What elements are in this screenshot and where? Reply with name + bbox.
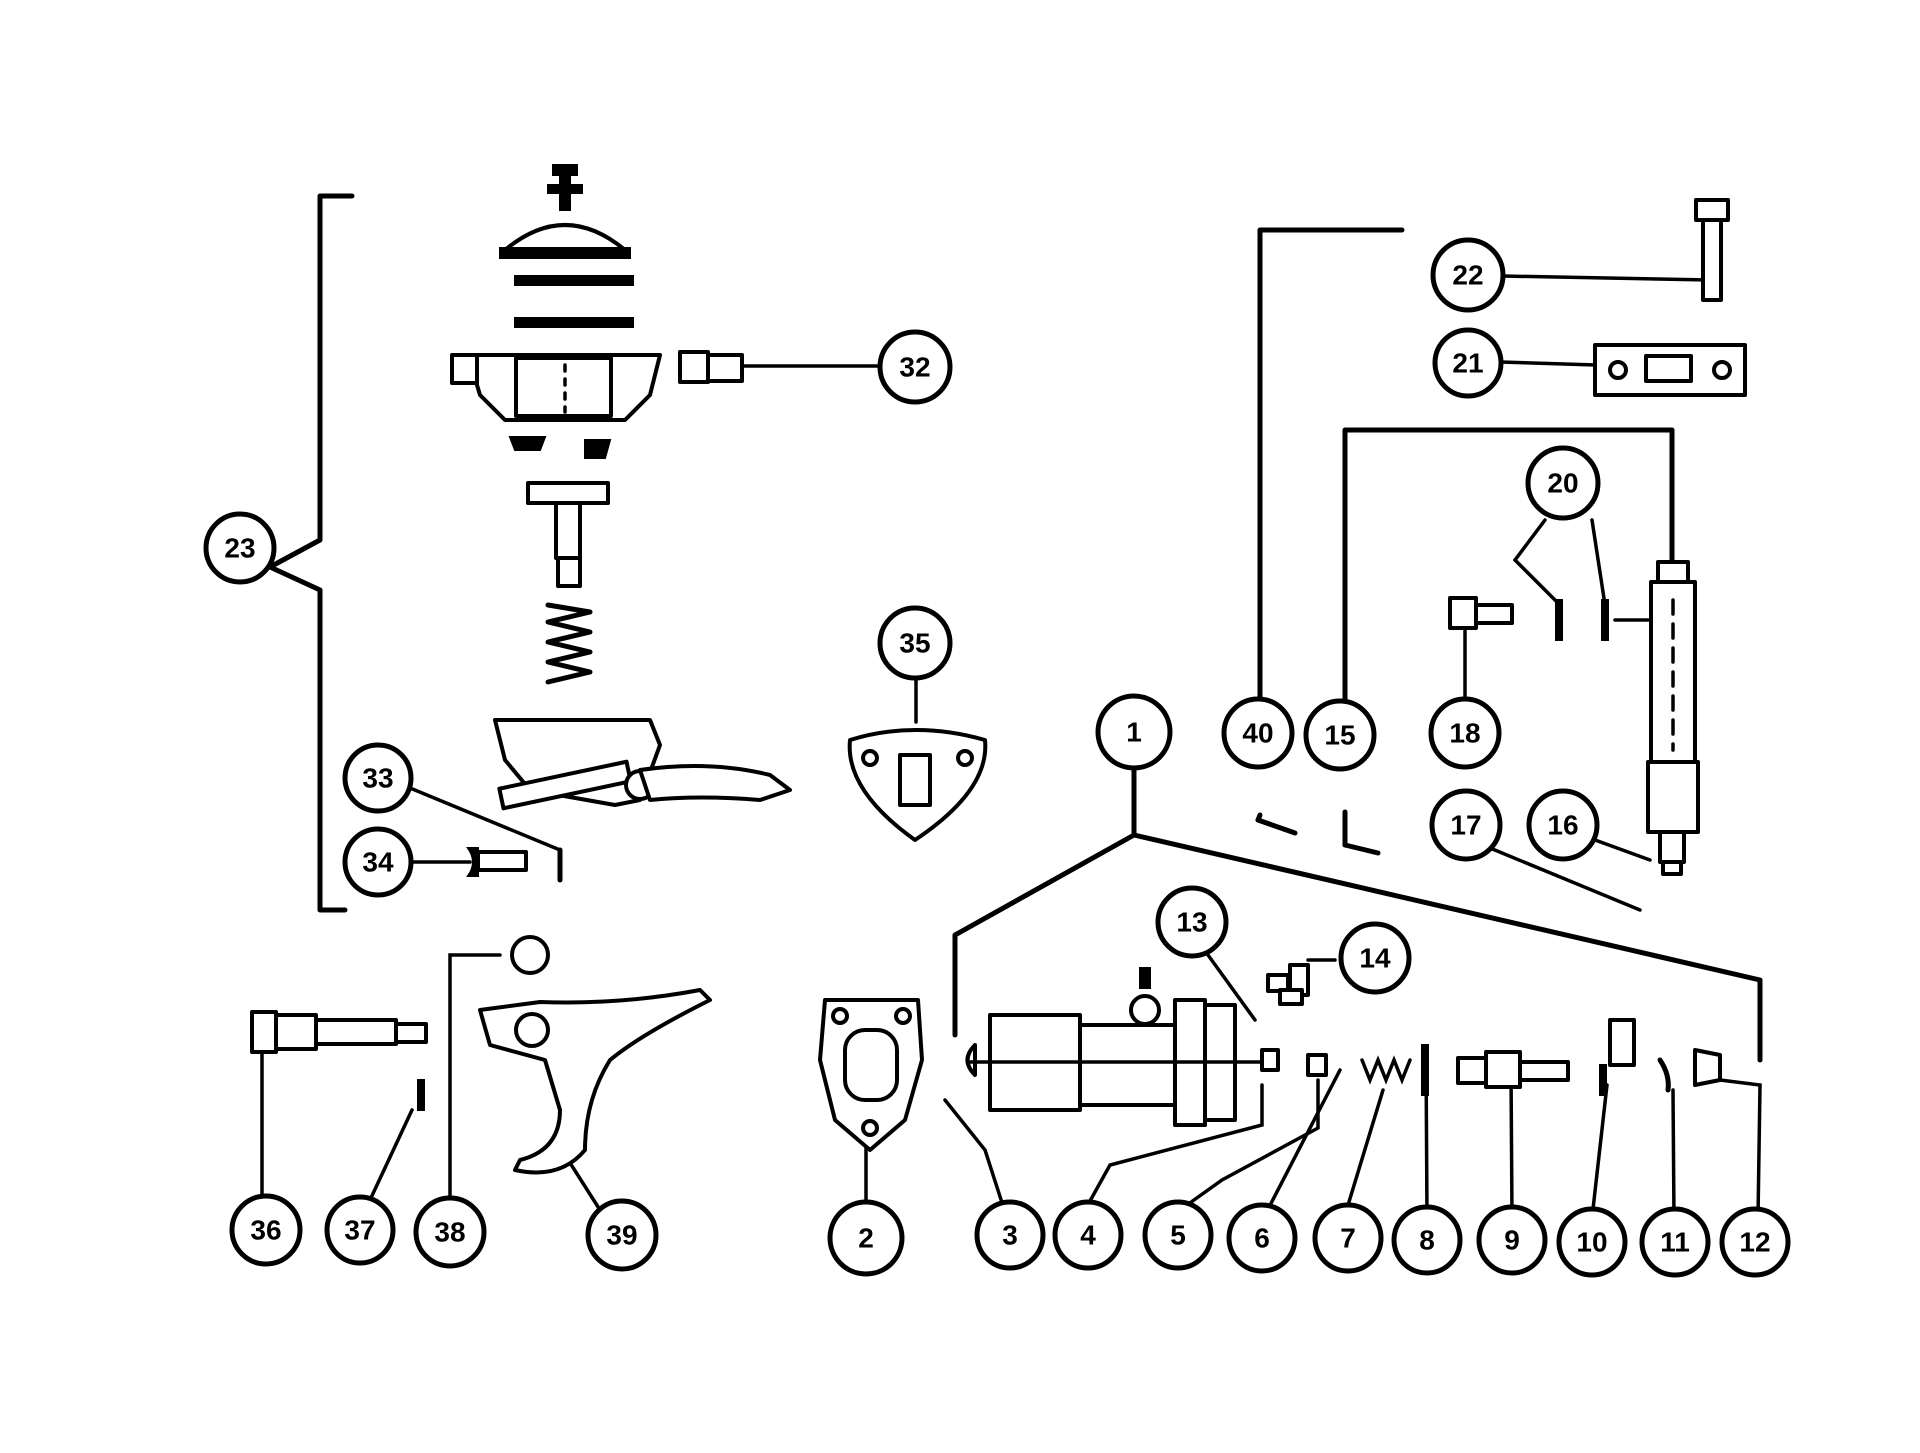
callout-label: 32 <box>899 352 930 383</box>
callout-label: 21 <box>1452 348 1483 379</box>
callout-18: 18 <box>1428 696 1502 770</box>
diaphragm-assembly-illustration <box>450 164 792 811</box>
callout-label: 20 <box>1547 468 1578 499</box>
leader-lines <box>260 193 1763 1222</box>
callout-11: 11 <box>1639 1206 1711 1278</box>
callout-label: 12 <box>1739 1227 1770 1258</box>
bolt-illustration <box>1694 198 1730 302</box>
callout-14: 14 <box>1338 921 1412 995</box>
callout-label: 16 <box>1547 810 1578 841</box>
callout-39: 39 <box>585 1198 659 1272</box>
callout-label: 34 <box>362 847 394 878</box>
callout-3: 3 <box>974 1199 1046 1271</box>
callout-17: 17 <box>1429 788 1503 862</box>
callout-10: 10 <box>1556 1206 1628 1278</box>
callout-2: 2 <box>827 1199 905 1277</box>
callout-label: 6 <box>1254 1223 1270 1254</box>
pump-body-illustration <box>965 967 1722 1127</box>
callout-label: 3 <box>1002 1220 1018 1251</box>
callout-35: 35 <box>877 605 953 681</box>
callout-34: 34 <box>342 826 414 898</box>
callout-6: 6 <box>1226 1202 1298 1274</box>
callout-label: 18 <box>1449 718 1480 749</box>
callout-label: 4 <box>1080 1220 1096 1251</box>
callout-23: 23 <box>203 511 277 585</box>
callout-13: 13 <box>1155 885 1229 959</box>
callout-9: 9 <box>1476 1204 1548 1276</box>
callout-5: 5 <box>1142 1199 1214 1271</box>
washer-illustration <box>417 1079 425 1111</box>
callout-36: 36 <box>229 1193 303 1267</box>
callout-label: 10 <box>1576 1227 1607 1258</box>
bolt-left-illustration <box>250 1010 428 1054</box>
callout-label: 2 <box>858 1223 874 1254</box>
callout-1: 1 <box>1095 693 1173 771</box>
lever-illustration <box>478 988 712 1175</box>
ball-illustration <box>510 935 550 975</box>
callout-label: 23 <box>224 533 255 564</box>
callout-8: 8 <box>1391 1204 1463 1276</box>
callout-label: 9 <box>1504 1225 1520 1256</box>
callout-label: 36 <box>250 1215 281 1246</box>
callout-label: 1 <box>1126 717 1142 748</box>
callout-32: 32 <box>877 329 953 405</box>
callout-label: 5 <box>1170 1220 1186 1251</box>
callout-label: 8 <box>1419 1225 1435 1256</box>
callout-label: 37 <box>344 1215 375 1246</box>
callout-label: 39 <box>606 1220 637 1251</box>
plate-illustration <box>1593 343 1747 397</box>
callout-7: 7 <box>1312 1202 1384 1274</box>
callout-22: 22 <box>1430 237 1506 313</box>
callout-label: 13 <box>1176 907 1207 938</box>
callout-label: 35 <box>899 628 930 659</box>
callout-38: 38 <box>413 1195 487 1269</box>
callout-37: 37 <box>324 1194 396 1266</box>
callout-label: 22 <box>1452 260 1483 291</box>
flange-illustration <box>818 998 924 1152</box>
small-fittings-illustration <box>1266 963 1310 1006</box>
callout-4: 4 <box>1052 1199 1124 1271</box>
callout-label: 15 <box>1324 720 1355 751</box>
callout-label: 11 <box>1660 1227 1690 1258</box>
injector-illustration <box>1448 560 1700 876</box>
callout-15: 15 <box>1303 698 1377 772</box>
pin-illustration <box>466 847 528 877</box>
callout-label: 14 <box>1359 943 1391 974</box>
callout-label: 17 <box>1450 810 1481 841</box>
gasket-illustration <box>847 728 988 842</box>
callout-16: 16 <box>1526 788 1600 862</box>
fitting-illustration <box>678 350 744 384</box>
callout-12: 12 <box>1719 1206 1791 1278</box>
callout-21: 21 <box>1432 327 1504 399</box>
callout-label: 7 <box>1340 1223 1356 1254</box>
callout-label: 38 <box>434 1217 465 1248</box>
callout-label: 40 <box>1242 718 1273 749</box>
callout-label: 33 <box>362 763 393 794</box>
callout-20: 20 <box>1525 445 1601 521</box>
callout-40: 40 <box>1221 696 1295 770</box>
callout-33: 33 <box>342 742 414 814</box>
